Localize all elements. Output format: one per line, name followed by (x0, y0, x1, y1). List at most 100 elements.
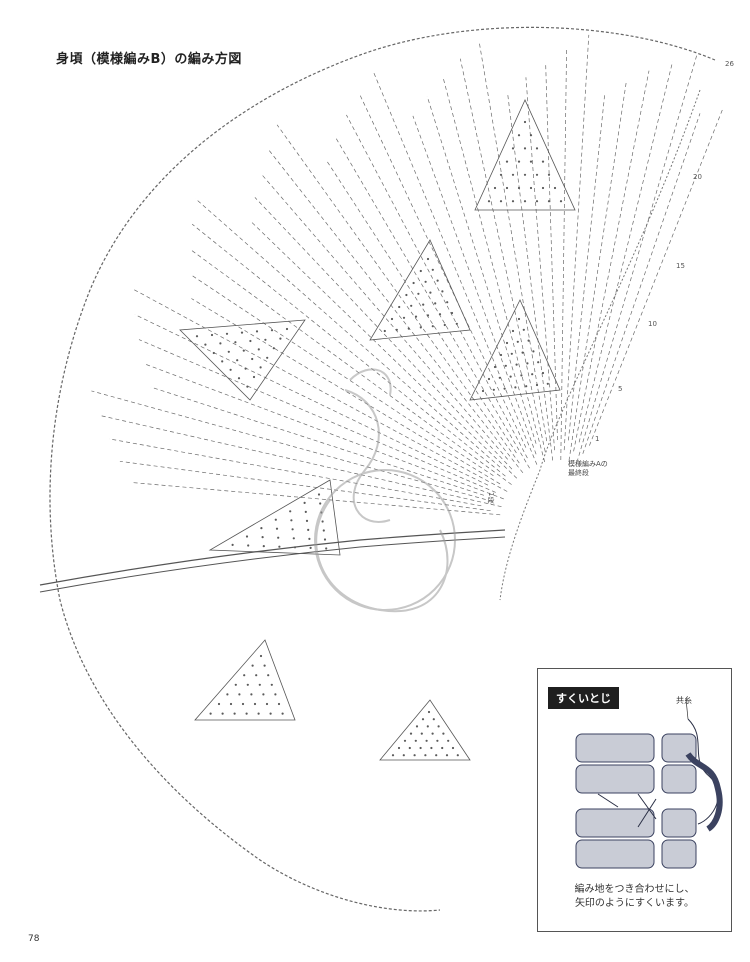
mesh-dot (436, 279, 439, 282)
mesh-dot (240, 331, 244, 334)
mesh-dot (236, 359, 239, 362)
mesh-dot (415, 725, 419, 728)
mesh-dot (492, 388, 495, 391)
page-title: 身頃（模様編みB）の編み方図 (56, 52, 242, 67)
stitch-ray (190, 274, 494, 476)
stitch-ray (131, 482, 501, 516)
stitch-ray (99, 415, 502, 508)
mesh-dot (261, 536, 264, 539)
mesh-dot (517, 160, 521, 163)
mesh-dot (238, 693, 241, 696)
stitch-ray (276, 124, 520, 464)
mesh-dot (414, 739, 417, 742)
mesh-dot (262, 545, 265, 548)
caption-line: 編み地をつき合わせにし、 (574, 884, 695, 895)
mesh-dot (246, 683, 249, 686)
mesh-dot (269, 712, 272, 715)
mesh-dot (426, 725, 429, 728)
mesh-dot (241, 702, 245, 706)
mesh-dot (234, 683, 237, 686)
pineapple-motif (179, 99, 576, 761)
mesh-dot (511, 173, 515, 176)
stitch-ray (346, 114, 528, 459)
mesh-dot (505, 186, 509, 190)
mesh-dot (430, 746, 433, 750)
mesh-dot (493, 186, 497, 190)
yarn-label: 共糸 (676, 696, 692, 705)
mesh-dot (517, 186, 521, 190)
mesh-dot (517, 317, 521, 321)
mesh-dot (237, 377, 241, 380)
seaming-illustration (575, 699, 723, 869)
mesh-dot (531, 373, 534, 376)
mesh-dot (547, 200, 551, 203)
mesh-dot (455, 322, 458, 325)
mesh-dot (409, 732, 413, 735)
mesh-dot (499, 353, 503, 357)
mesh-dot (247, 544, 250, 547)
mesh-dot (257, 712, 260, 715)
mesh-dot (414, 315, 418, 318)
seaming-inset: すくいとじ 共糸 編み地をつき合わせにし、 矢印のようにすくいます。 (537, 668, 732, 932)
mesh-dot (422, 303, 425, 306)
mesh-dot (195, 335, 199, 338)
mesh-dot (245, 535, 249, 538)
mesh-dot (265, 702, 269, 706)
mesh-dot (270, 683, 273, 686)
mesh-dot (511, 329, 515, 333)
mesh-dot (264, 338, 267, 341)
mesh-dot (267, 674, 270, 677)
stitch-ray (250, 221, 518, 479)
mesh-dot (221, 360, 224, 363)
mesh-dot (535, 200, 539, 203)
mesh-dot (523, 173, 527, 176)
mesh-dot (407, 327, 410, 330)
mesh-dot (456, 754, 459, 757)
mesh-dot (541, 160, 545, 163)
stitch-ray (358, 92, 527, 448)
mesh-dot (499, 200, 503, 203)
stitch-ray (334, 136, 530, 469)
mesh-dot (249, 339, 252, 343)
mesh-dot (259, 654, 263, 658)
row-number: 1 (595, 435, 600, 443)
mesh-dot (431, 325, 434, 328)
mesh-dot (277, 536, 280, 539)
mesh-dot (291, 528, 294, 531)
mesh-dot (227, 350, 230, 353)
stitch-ray (573, 70, 650, 452)
mesh-dot (251, 357, 254, 361)
mesh-dot (217, 702, 221, 706)
mesh-dot (504, 364, 507, 367)
mesh-dot (529, 160, 533, 163)
mesh-dot (255, 330, 259, 333)
mesh-dot (541, 371, 545, 375)
mesh-dot (307, 528, 310, 532)
mesh-dot (229, 368, 232, 371)
mesh-dot (245, 712, 248, 715)
mesh-dot (383, 329, 386, 333)
stitch-ray (134, 314, 489, 486)
caption-line: 矢印のようにすくいます。 (574, 898, 695, 909)
mesh-dot (509, 375, 512, 378)
stitch-ray (568, 80, 627, 461)
stitch-ray (195, 198, 501, 468)
mesh-dot (323, 538, 327, 541)
mesh-dot (243, 674, 246, 677)
stitch-ray (560, 47, 567, 461)
mesh-dot (537, 361, 540, 364)
mesh-dot (425, 739, 428, 742)
mesh-dot (270, 329, 274, 332)
mesh-dot (427, 710, 431, 714)
mesh-dot (281, 712, 284, 715)
mesh-dot (426, 314, 430, 317)
stitch-ray (150, 386, 485, 496)
mesh-dot (419, 326, 422, 329)
mesh-dot (277, 702, 281, 706)
mesh-dot (397, 746, 401, 750)
mesh-dot (317, 493, 321, 496)
mesh-dot (221, 712, 224, 715)
mesh-dot (309, 546, 312, 550)
inset-title: すくいとじ (548, 687, 619, 709)
